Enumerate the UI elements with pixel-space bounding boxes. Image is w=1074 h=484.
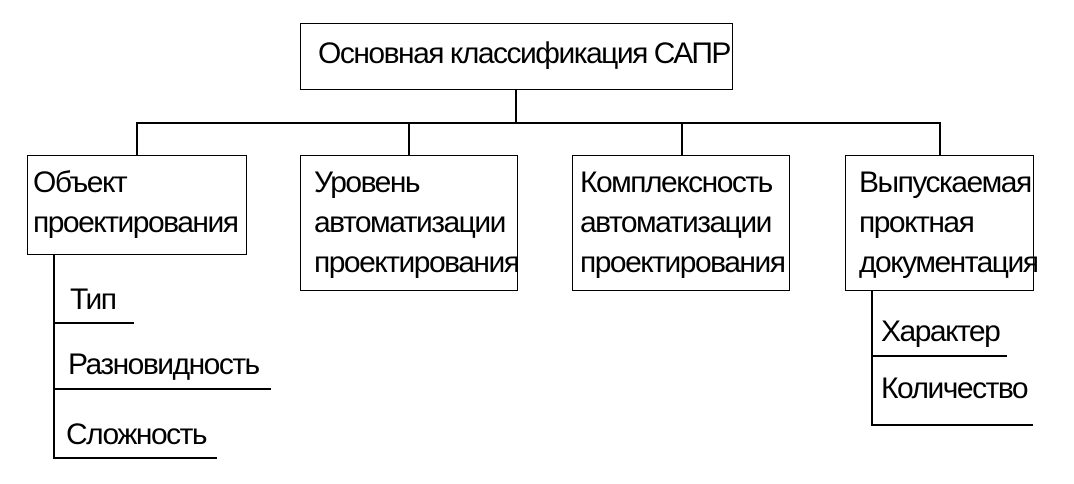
object-subitem-label: Сложность bbox=[66, 418, 208, 451]
root-label: Основная классификация САПР bbox=[318, 37, 731, 70]
category-box-object bbox=[27, 155, 247, 255]
category-label-object-line-1: Объект bbox=[33, 166, 128, 199]
object-subitem-underline bbox=[53, 388, 271, 390]
category-label-automation-complexity-line-3: проектирования bbox=[580, 246, 786, 279]
branch-bus-line bbox=[136, 122, 940, 124]
category-label-object-line-2: проектирования bbox=[33, 206, 239, 239]
branch-drop-line-3 bbox=[681, 122, 683, 156]
root-stem-line bbox=[515, 89, 517, 123]
category-box-automation-complexity bbox=[572, 155, 790, 291]
docs-subitem-label: Количество bbox=[881, 372, 1029, 405]
branch-drop-line-2 bbox=[408, 122, 410, 156]
object-subitem-label: Тип bbox=[70, 283, 117, 316]
category-label-automation-complexity-line-2: автоматизации bbox=[580, 206, 772, 239]
branch-drop-line-1 bbox=[136, 122, 138, 156]
docs-subitems-bracket-line bbox=[871, 291, 873, 425]
category-label-documentation-line-3: документация bbox=[859, 246, 1039, 279]
category-label-automation-level-line-3: проектирования bbox=[314, 246, 520, 279]
docs-subitem-underline bbox=[871, 424, 1033, 426]
object-subitem-label: Разновидность bbox=[68, 348, 260, 381]
object-subitem-underline bbox=[53, 322, 134, 324]
category-label-automation-level-line-2: автоматизации bbox=[314, 206, 506, 239]
category-box-documentation bbox=[845, 155, 1034, 291]
root-box bbox=[300, 23, 733, 90]
category-label-automation-complexity-line-1: Комплексность bbox=[580, 166, 773, 199]
docs-subitem-underline bbox=[871, 355, 1007, 357]
object-subitem-underline bbox=[53, 457, 217, 459]
category-label-documentation-line-1: Выпускаемая bbox=[859, 166, 1032, 199]
category-label-automation-level-line-1: Уровень bbox=[314, 166, 421, 199]
docs-subitem-label: Характер bbox=[881, 315, 1001, 348]
object-subitems-bracket-line bbox=[53, 255, 55, 458]
branch-drop-line-4 bbox=[939, 122, 941, 156]
category-box-automation-level bbox=[300, 155, 518, 291]
category-label-documentation-line-2: проктная bbox=[859, 206, 975, 239]
